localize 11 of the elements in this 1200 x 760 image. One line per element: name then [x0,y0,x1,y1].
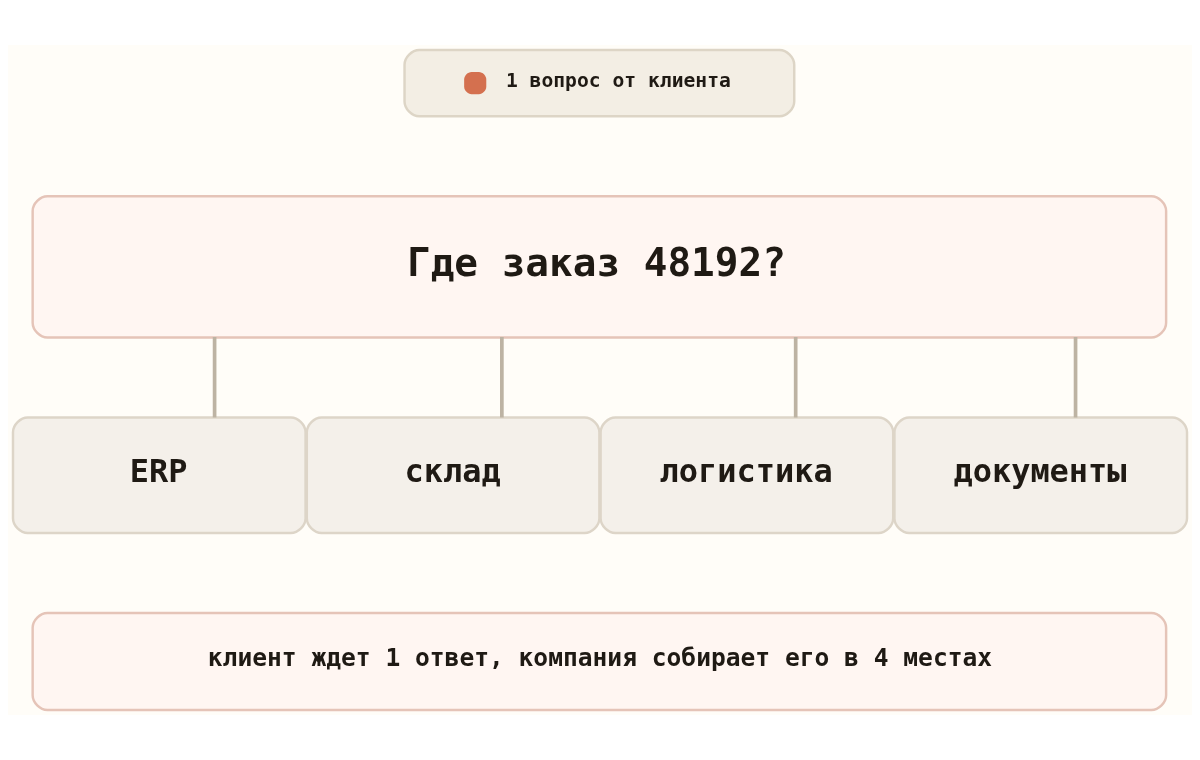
node-box: документы [893,416,1189,535]
node-box: клиент ждет 1 ответ, компания собирает его в 4 местах [31,611,1168,712]
node-box: логистика [599,416,895,535]
connector [212,336,217,418]
node-box: склад [305,416,601,535]
connector [793,336,798,418]
connector [500,336,504,418]
node-box: Где заказ 48192? [31,195,1168,339]
connector [1073,336,1078,418]
node-box: 1 вопрос от клиента [403,48,796,118]
node-box: ERP [11,416,307,535]
